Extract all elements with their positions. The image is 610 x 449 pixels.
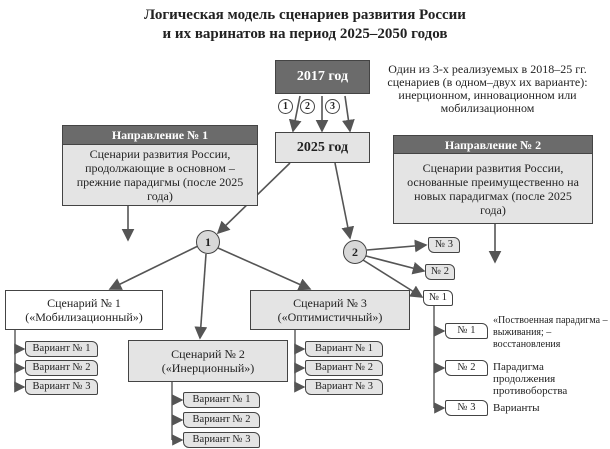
- node-1: 1: [196, 230, 220, 254]
- dir2-sub-3: № 3: [445, 400, 488, 416]
- s2-variant-1: Вариант № 1: [183, 392, 260, 408]
- direction-1-header: Направление № 1: [62, 125, 258, 145]
- scenario-2-box: Сценарий № 2 («Инерционный»): [128, 340, 288, 382]
- path-1-marker: 1: [278, 99, 293, 114]
- dir2-sub-3-desc: Варианты: [493, 402, 540, 414]
- s2-variant-3: Вариант № 3: [183, 432, 260, 448]
- s1-variant-1: Вариант № 1: [25, 341, 98, 357]
- dir2-branch-1: № 1: [423, 290, 453, 306]
- title-line-2: и их варинатов на период 2025–2050 годов: [162, 26, 448, 42]
- s3-variant-2: Вариант № 2: [305, 360, 383, 376]
- path-2-marker: 2: [300, 99, 315, 114]
- scenario-note: Один из 3-х реализуемых в 2018–25 гг. сц…: [387, 62, 588, 115]
- scenario-3-box: Сценарий № 3 («Оптимистичный»): [250, 290, 410, 330]
- path-3-marker: 3: [325, 99, 340, 114]
- direction-2-header: Направление № 2: [393, 135, 593, 154]
- direction-2-body: Сценарии развития России, основанные пре…: [393, 153, 593, 224]
- s1-variant-3: Вариант № 3: [25, 379, 98, 395]
- dir2-branch-3: № 3: [428, 237, 460, 253]
- dir2-sub-1-desc: «Поствоенная парадигма –выживания; – вос…: [493, 315, 608, 350]
- title-line-1: Логическая модель сценариев развития Рос…: [144, 7, 466, 23]
- dir2-sub-2-desc: Парадигма продолжения противоборства: [493, 361, 568, 397]
- dir2-branch-2: № 2: [425, 264, 455, 280]
- s3-variant-3: Вариант № 3: [305, 379, 383, 395]
- s1-variant-2: Вариант № 2: [25, 360, 98, 376]
- direction-1-body: Сценарии развития России, продолжающие в…: [62, 144, 258, 206]
- year-2017-box: 2017 год: [275, 60, 370, 94]
- node-2: 2: [343, 240, 367, 264]
- s2-variant-2: Вариант № 2: [183, 412, 260, 428]
- s3-variant-1: Вариант № 1: [305, 341, 383, 357]
- dir2-sub-2: № 2: [445, 360, 488, 376]
- year-2025-box: 2025 год: [275, 132, 370, 163]
- dir2-sub-1: № 1: [445, 323, 488, 339]
- scenario-1-box: Сценарий № 1 («Мобилизационный»): [5, 290, 163, 330]
